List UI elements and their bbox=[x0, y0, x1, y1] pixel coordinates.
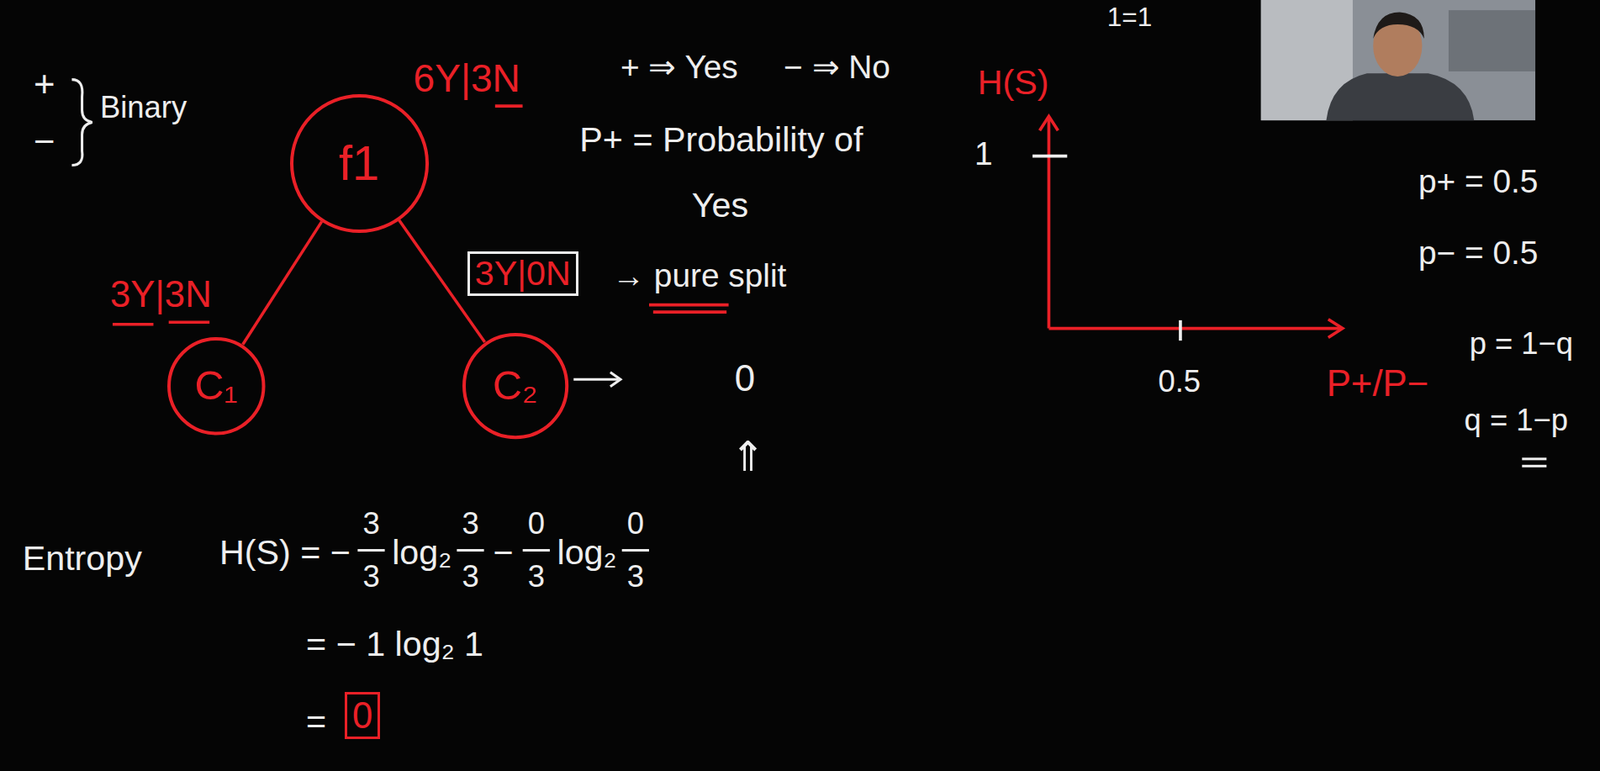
board-text: = bbox=[306, 702, 327, 742]
board-text: 3 bbox=[627, 559, 645, 595]
board-text: 6Y|3N bbox=[413, 56, 521, 101]
underline bbox=[1521, 457, 1547, 460]
board-text: − ⇒ No bbox=[783, 48, 891, 87]
board-text: = − 1 log₂ 1 bbox=[306, 624, 484, 665]
board-text: H(S) bbox=[977, 63, 1050, 103]
board-text: H(S) = − bbox=[219, 533, 351, 573]
board-text: p− = 0.5 bbox=[1418, 234, 1539, 273]
board-text: log₂ bbox=[391, 533, 452, 573]
board-text: log₂ bbox=[557, 533, 618, 573]
board-text: 0.5 bbox=[1157, 364, 1201, 400]
underline bbox=[653, 310, 727, 314]
fraction-bar bbox=[522, 549, 550, 552]
board-text: 3 bbox=[461, 559, 479, 595]
board-text: Yes bbox=[691, 185, 749, 226]
board-text: 0 bbox=[734, 357, 756, 400]
board-text: 3 bbox=[528, 559, 545, 595]
underline bbox=[649, 303, 729, 307]
board-text: p = 1−q bbox=[1469, 326, 1574, 362]
node-label: C₂ bbox=[492, 363, 539, 408]
board-text: Entropy bbox=[22, 538, 143, 579]
underline bbox=[495, 104, 523, 108]
board-text: q = 1−p bbox=[1464, 402, 1569, 439]
board-text: 3 bbox=[362, 559, 380, 595]
board-text: 1 bbox=[974, 135, 993, 174]
underline bbox=[112, 322, 154, 327]
board-text: → pure split bbox=[612, 257, 787, 296]
webcam-image bbox=[1261, 0, 1536, 121]
tree-branch bbox=[399, 220, 486, 343]
boxed-text: 0 bbox=[344, 691, 381, 740]
board-text: P+/P− bbox=[1326, 362, 1429, 405]
board-text: Binary bbox=[100, 89, 187, 126]
board-text: 1=1 bbox=[1107, 1, 1153, 32]
board-text: ⇑ bbox=[730, 433, 766, 481]
board-text: 3 bbox=[362, 506, 380, 542]
entropy-graph-axes bbox=[1032, 116, 1343, 341]
board-text: + bbox=[33, 63, 56, 106]
fraction-bar bbox=[357, 549, 385, 552]
board-text: − bbox=[33, 120, 56, 163]
board-text: 0 bbox=[627, 506, 645, 542]
underline bbox=[1521, 464, 1547, 468]
tree-branch bbox=[242, 221, 323, 345]
fraction-bar bbox=[622, 549, 650, 552]
pointer-arrow bbox=[573, 372, 621, 387]
board-text: p+ = 0.5 bbox=[1418, 163, 1539, 201]
tree-node-circle: f1 bbox=[290, 94, 429, 233]
board-text: 0 bbox=[528, 506, 545, 542]
fraction-bar bbox=[456, 549, 484, 552]
board-text: 3Y|3N bbox=[110, 273, 212, 316]
underline bbox=[168, 320, 211, 324]
board-text: P+ = Probability of bbox=[579, 120, 863, 160]
node-label: f1 bbox=[338, 136, 381, 191]
brace bbox=[71, 79, 92, 166]
tree-node-circle: C₂ bbox=[462, 332, 569, 439]
tree-node-circle: C₁ bbox=[167, 337, 266, 436]
board-text: − bbox=[493, 533, 514, 573]
boxed-text: 3Y|0N bbox=[467, 251, 579, 296]
board-text: + ⇒ Yes bbox=[620, 48, 739, 87]
node-label: C₁ bbox=[195, 363, 238, 408]
board-text: 3 bbox=[461, 506, 479, 542]
